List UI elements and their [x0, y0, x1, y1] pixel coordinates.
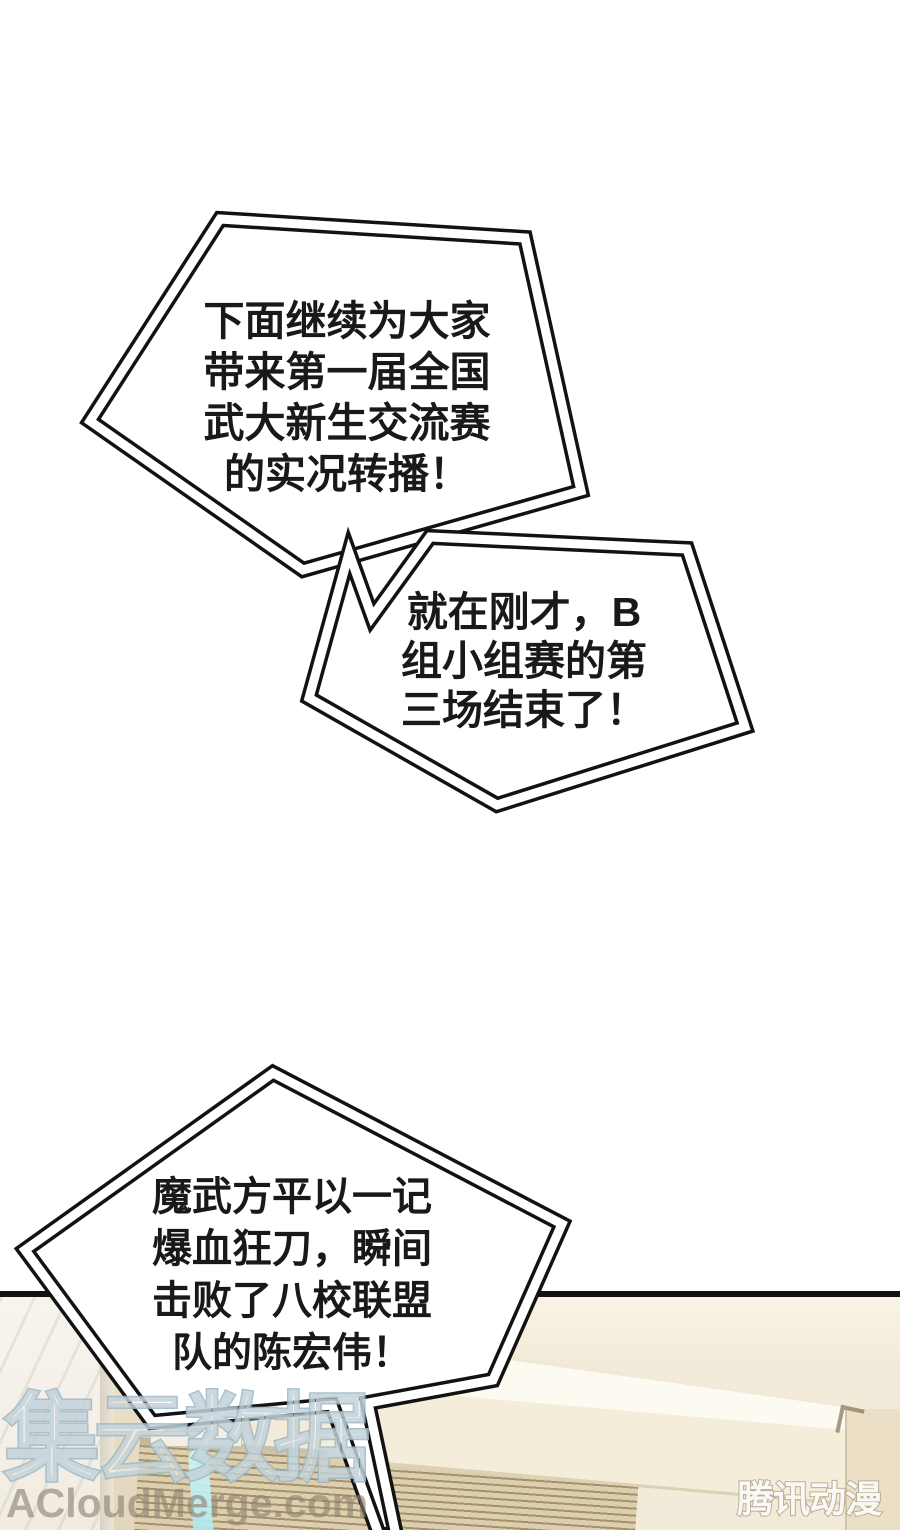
bubble-3-text: 魔武方平以一记 爆血狂刀，瞬间 击败了八校联盟 队的陈宏伟！: [92, 1171, 492, 1379]
bubble-1-line-1: 下面继续为大家: [203, 298, 491, 344]
bubble-1-text: 下面继续为大家 带来第一届全国 武大新生交流赛 的实况转播！: [147, 296, 547, 500]
publisher-watermark: 腾讯动漫: [737, 1479, 882, 1520]
bubble-2-text: 就在刚才，B 组小组赛的第 三场结束了！: [324, 588, 724, 735]
bubble-3-line-4: 队的陈宏伟！: [172, 1331, 412, 1375]
site-watermark-en: ACloudMerge.com: [6, 1480, 368, 1526]
sign-text-line: [163, 1428, 203, 1432]
speech-bubble-2: [299, 526, 756, 814]
bubble-2-line-2: 组小组赛的第: [401, 638, 647, 684]
photo-corner-post: [845, 1409, 900, 1530]
speech-bubble-3: [13, 1063, 573, 1530]
bubble-3-line-3: 击败了八校联盟: [152, 1279, 432, 1323]
bubble-2-line-1: 就在刚才，B: [406, 589, 642, 635]
bubble-1-line-3: 武大新生交流赛: [203, 400, 491, 446]
bubble-3-line-2: 爆血狂刀，瞬间: [152, 1227, 432, 1271]
bubble-3-line-1: 魔武方平以一记: [152, 1175, 432, 1219]
bubble-1-line-4: 的实况转播！: [224, 451, 470, 497]
bubble-2-line-3: 三场结束了！: [401, 687, 647, 733]
site-watermark-cn: 集云数据: [3, 1386, 368, 1493]
bubble-1-line-2: 带来第一届全国: [203, 349, 491, 395]
